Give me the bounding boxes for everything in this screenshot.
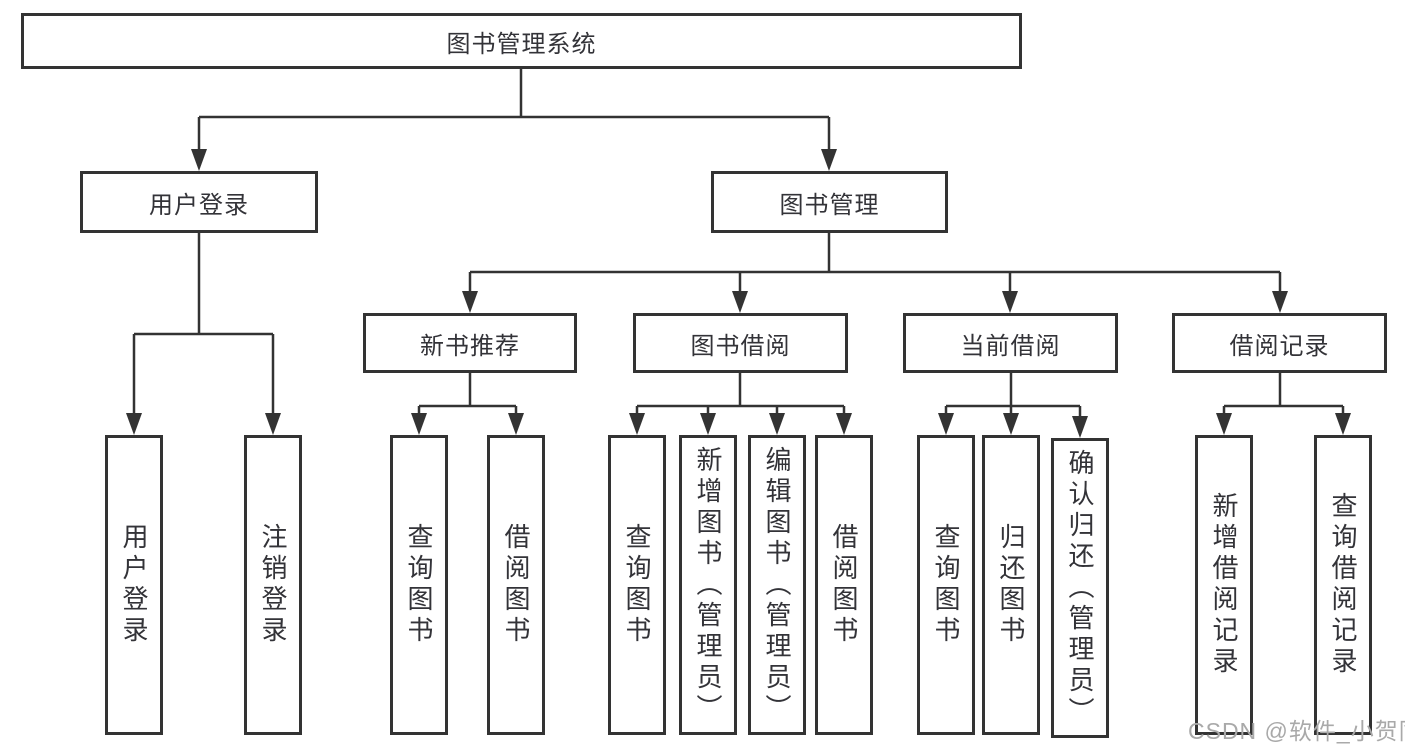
node-label: 查询图书 [404, 523, 434, 647]
csdn-watermark: CSDN @软件_小贺同学 [1188, 718, 1405, 744]
leaf-return-books: 归还图书 [982, 435, 1040, 735]
node-current-borrowing: 当前借阅 [903, 313, 1118, 373]
leaf-logout: 注销登录 [244, 435, 302, 735]
leaf-borrow-books-recommend: 借阅图书 [487, 435, 545, 735]
arrowhead-icon [462, 291, 478, 313]
node-label: 借阅图书 [829, 523, 859, 647]
connector-user-login-to-leaves [126, 233, 281, 435]
arrowhead-icon [411, 413, 427, 435]
arrowhead-icon [700, 413, 716, 435]
node-label: 用户登录 [149, 191, 249, 219]
node-label: 图书管理 [779, 191, 880, 219]
node-label: 借阅图书 [501, 523, 531, 647]
leaf-query-books-recommend: 查询图书 [390, 435, 448, 735]
arrowhead-icon [265, 413, 281, 435]
connector-new-book-recommend-to-leaves [411, 373, 524, 435]
node-label: 查询图书 [931, 523, 961, 647]
node-label: 借阅记录 [1229, 332, 1330, 360]
node-label: 新增图书（管理员） [693, 445, 723, 725]
node-book-borrowing: 图书借阅 [633, 313, 848, 373]
leaf-add-borrow-record: 新增借阅记录 [1195, 435, 1253, 735]
leaf-add-book-admin: 新增图书（管理员） [679, 435, 737, 735]
arrowhead-icon [1002, 291, 1018, 313]
arrowhead-icon [938, 413, 954, 435]
leaf-query-books-borrowing: 查询图书 [608, 435, 666, 735]
node-label: 新书推荐 [420, 332, 520, 360]
connector-book-management-to-level3 [462, 233, 1288, 313]
connector-borrowing-records-to-leaves [1216, 373, 1351, 435]
arrowhead-icon [191, 149, 207, 171]
node-label: 图书借阅 [690, 332, 791, 360]
node-label: 新增借阅记录 [1209, 492, 1239, 678]
node-book-management: 图书管理 [711, 171, 948, 233]
arrowhead-icon [508, 413, 524, 435]
connector-current-borrowing-to-leaves [938, 373, 1088, 438]
arrowhead-icon [1272, 291, 1288, 313]
arrowhead-icon [1072, 416, 1088, 438]
arrowhead-icon [1216, 413, 1232, 435]
node-label: 归还图书 [996, 523, 1026, 647]
arrowhead-icon [836, 413, 852, 435]
arrowhead-icon [1335, 413, 1351, 435]
leaf-query-borrow-record: 查询借阅记录 [1314, 435, 1372, 735]
node-new-book-recommend: 新书推荐 [363, 313, 577, 373]
node-label: 确认归还（管理员） [1065, 448, 1095, 728]
arrowhead-icon [821, 149, 837, 171]
leaf-edit-book-admin: 编辑图书（管理员） [748, 435, 806, 735]
node-label: 当前借阅 [960, 332, 1061, 360]
node-label: 查询借阅记录 [1328, 492, 1358, 678]
arrowhead-icon [126, 413, 142, 435]
leaf-borrow-books-borrowing: 借阅图书 [815, 435, 873, 735]
node-borrowing-records: 借阅记录 [1172, 313, 1387, 373]
node-label: 编辑图书（管理员） [762, 445, 792, 725]
arrowhead-icon [629, 413, 645, 435]
arrowhead-icon [732, 291, 748, 313]
node-label: 注销登录 [258, 523, 288, 647]
node-label: 查询图书 [622, 523, 652, 647]
node-label: 用户登录 [119, 523, 149, 647]
connector-book-borrowing-to-leaves [629, 373, 852, 435]
leaf-user-login: 用户登录 [105, 435, 163, 735]
node-book-system-root: 图书管理系统 [21, 13, 1022, 69]
connector-root-to-level2 [191, 69, 837, 171]
node-user-login: 用户登录 [80, 171, 318, 233]
leaf-confirm-return-admin: 确认归还（管理员） [1051, 438, 1109, 738]
leaf-query-books-current: 查询图书 [917, 435, 975, 735]
arrowhead-icon [1003, 413, 1019, 435]
node-label: 图书管理系统 [446, 30, 597, 58]
arrowhead-icon [769, 413, 785, 435]
